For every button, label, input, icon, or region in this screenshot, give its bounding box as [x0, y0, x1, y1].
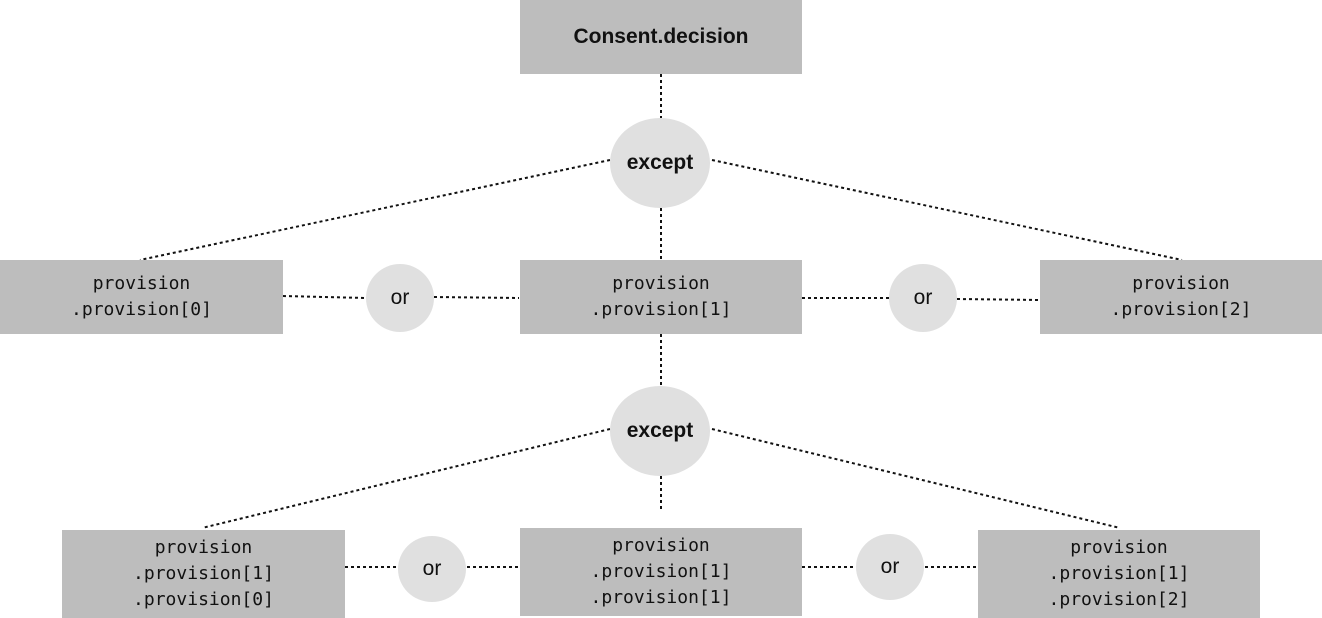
except-operator-node: except: [610, 118, 710, 208]
provision-node-line-2: .provision[1]: [590, 299, 732, 320]
subprovision-node-2: provision .provision[1] .provision[2]: [978, 530, 1260, 618]
connector-except-1-to-provision-0: [139, 159, 611, 261]
subprovision-node-line-2: .provision[1]: [133, 563, 274, 584]
nested-or-operator-node: or: [856, 534, 924, 600]
provision-node-2: provision .provision[2]: [1040, 260, 1322, 334]
subprovision-node-line-1: provision: [1070, 537, 1168, 558]
provision-node-line-2: .provision[0]: [71, 299, 212, 320]
or-operator-node: or: [889, 264, 957, 332]
provision-node-0: provision .provision[0]: [0, 260, 283, 334]
provision-node-1: provision .provision[1]: [520, 260, 802, 334]
provision-node-line-1: provision: [1132, 273, 1230, 294]
nested-except-operator-node: except: [610, 386, 710, 476]
subprovision-node-line-3: .provision[0]: [133, 589, 274, 610]
except-operator-label: except: [626, 151, 694, 174]
connector-except-2-to-subprovision-2: [711, 428, 1121, 529]
root-node-box: Consent.decision: [520, 0, 802, 74]
connector-or-to-provision-1: [433, 296, 520, 299]
subprovision-node-line-2: .provision[1]: [590, 561, 732, 582]
connector-or-to-provision-2: [956, 298, 1041, 301]
or-operator-label: or: [913, 286, 933, 309]
provision-node-line-2: .provision[2]: [1110, 299, 1252, 320]
provision-node-line-1: provision: [92, 273, 191, 294]
subprovision-node-line-2: .provision[1]: [1048, 563, 1190, 584]
subprovision-node-line-1: provision: [612, 535, 710, 556]
nested-or-operator-node: or: [398, 536, 466, 602]
subprovision-node-line-1: provision: [154, 537, 253, 558]
connector-except-2-to-subprovision-0: [201, 428, 611, 529]
provision-node-line-1: provision: [612, 273, 710, 294]
or-operator-node: or: [366, 264, 434, 332]
connector-provision-0-to-or: [282, 295, 367, 299]
root-node-label: Consent.decision: [573, 25, 749, 48]
or-operator-label: or: [390, 286, 410, 309]
nested-or-operator-label: or: [880, 555, 900, 578]
connector-except-1-to-provision-2: [711, 159, 1183, 261]
subprovision-node-1: provision .provision[1] .provision[1]: [520, 528, 802, 616]
subprovision-node-line-3: .provision[2]: [1048, 589, 1190, 610]
subprovision-node-line-3: .provision[1]: [590, 587, 732, 608]
subprovision-node-0: provision .provision[1] .provision[0]: [62, 530, 345, 618]
nested-except-operator-label: except: [626, 419, 694, 442]
nested-or-operator-label: or: [422, 557, 442, 580]
